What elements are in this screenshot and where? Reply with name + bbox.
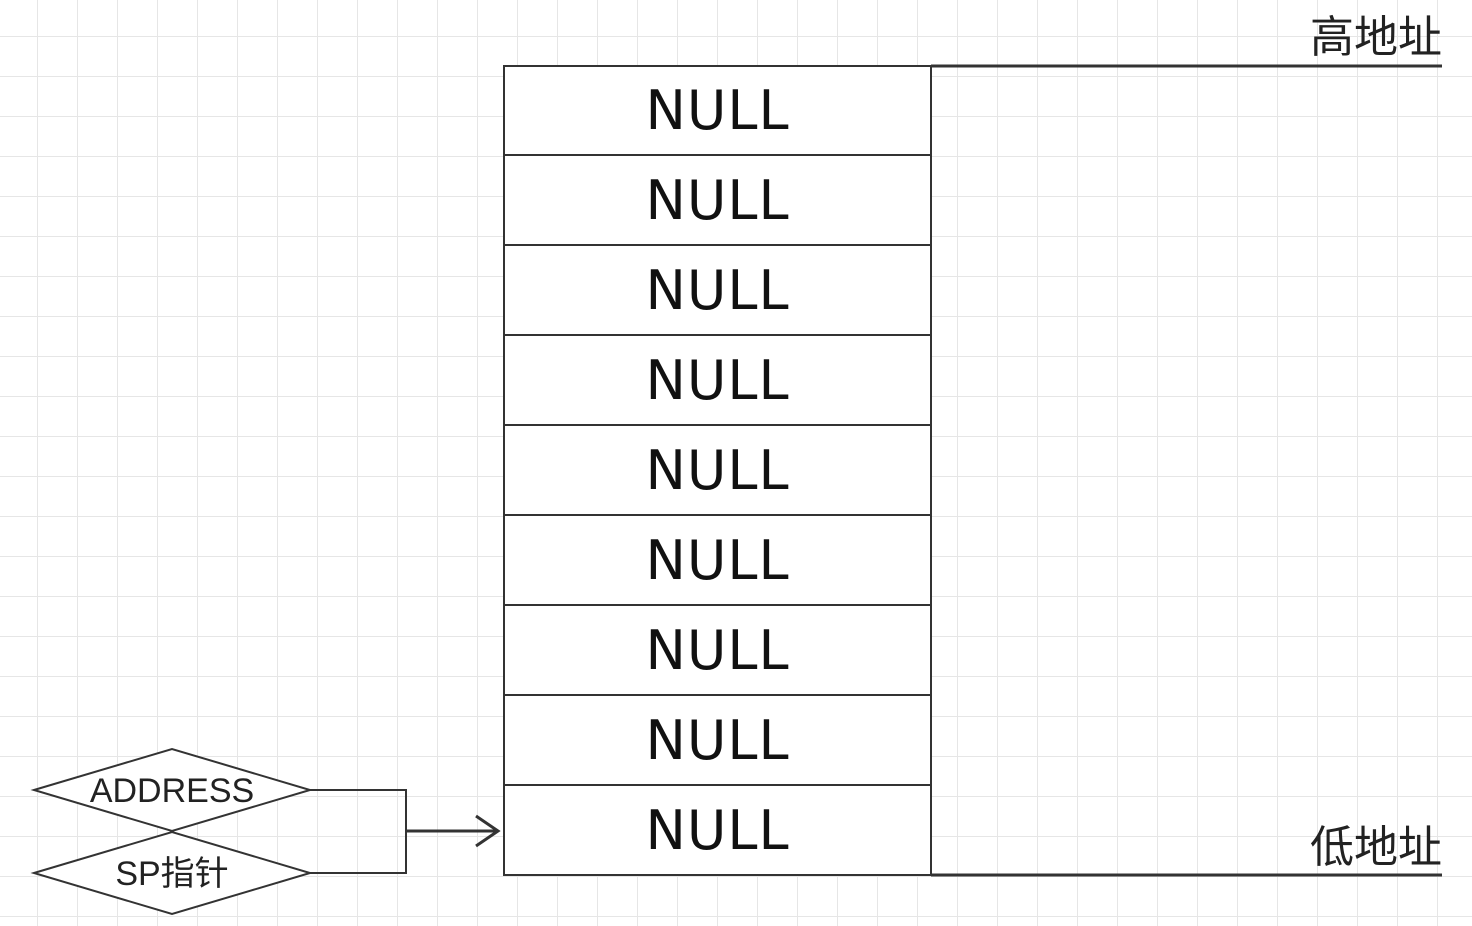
stack-cell: NULL (503, 426, 932, 516)
sp-pointer-diamond-label: SP指针 (115, 855, 229, 893)
address-diamond-label: ADDRESS (89, 772, 255, 810)
stack-cell: NULL (503, 246, 932, 336)
stack-cell: NULL (503, 516, 932, 606)
stack-cell: NULL (503, 65, 932, 156)
high-address-label: 高地址 (1310, 12, 1442, 63)
stack-cell-bottom: NULL (503, 786, 932, 876)
stack-cell: NULL (503, 336, 932, 426)
address-connector (310, 789, 407, 874)
pointer-arrow-head (475, 814, 501, 848)
stack-cell: NULL (503, 606, 932, 696)
stack-cell: NULL (503, 156, 932, 246)
low-address-label: 低地址 (1310, 822, 1442, 873)
stack-cell: NULL (503, 696, 932, 786)
memory-stack: NULL NULL NULL NULL NULL NULL NULL NULL … (503, 65, 932, 876)
